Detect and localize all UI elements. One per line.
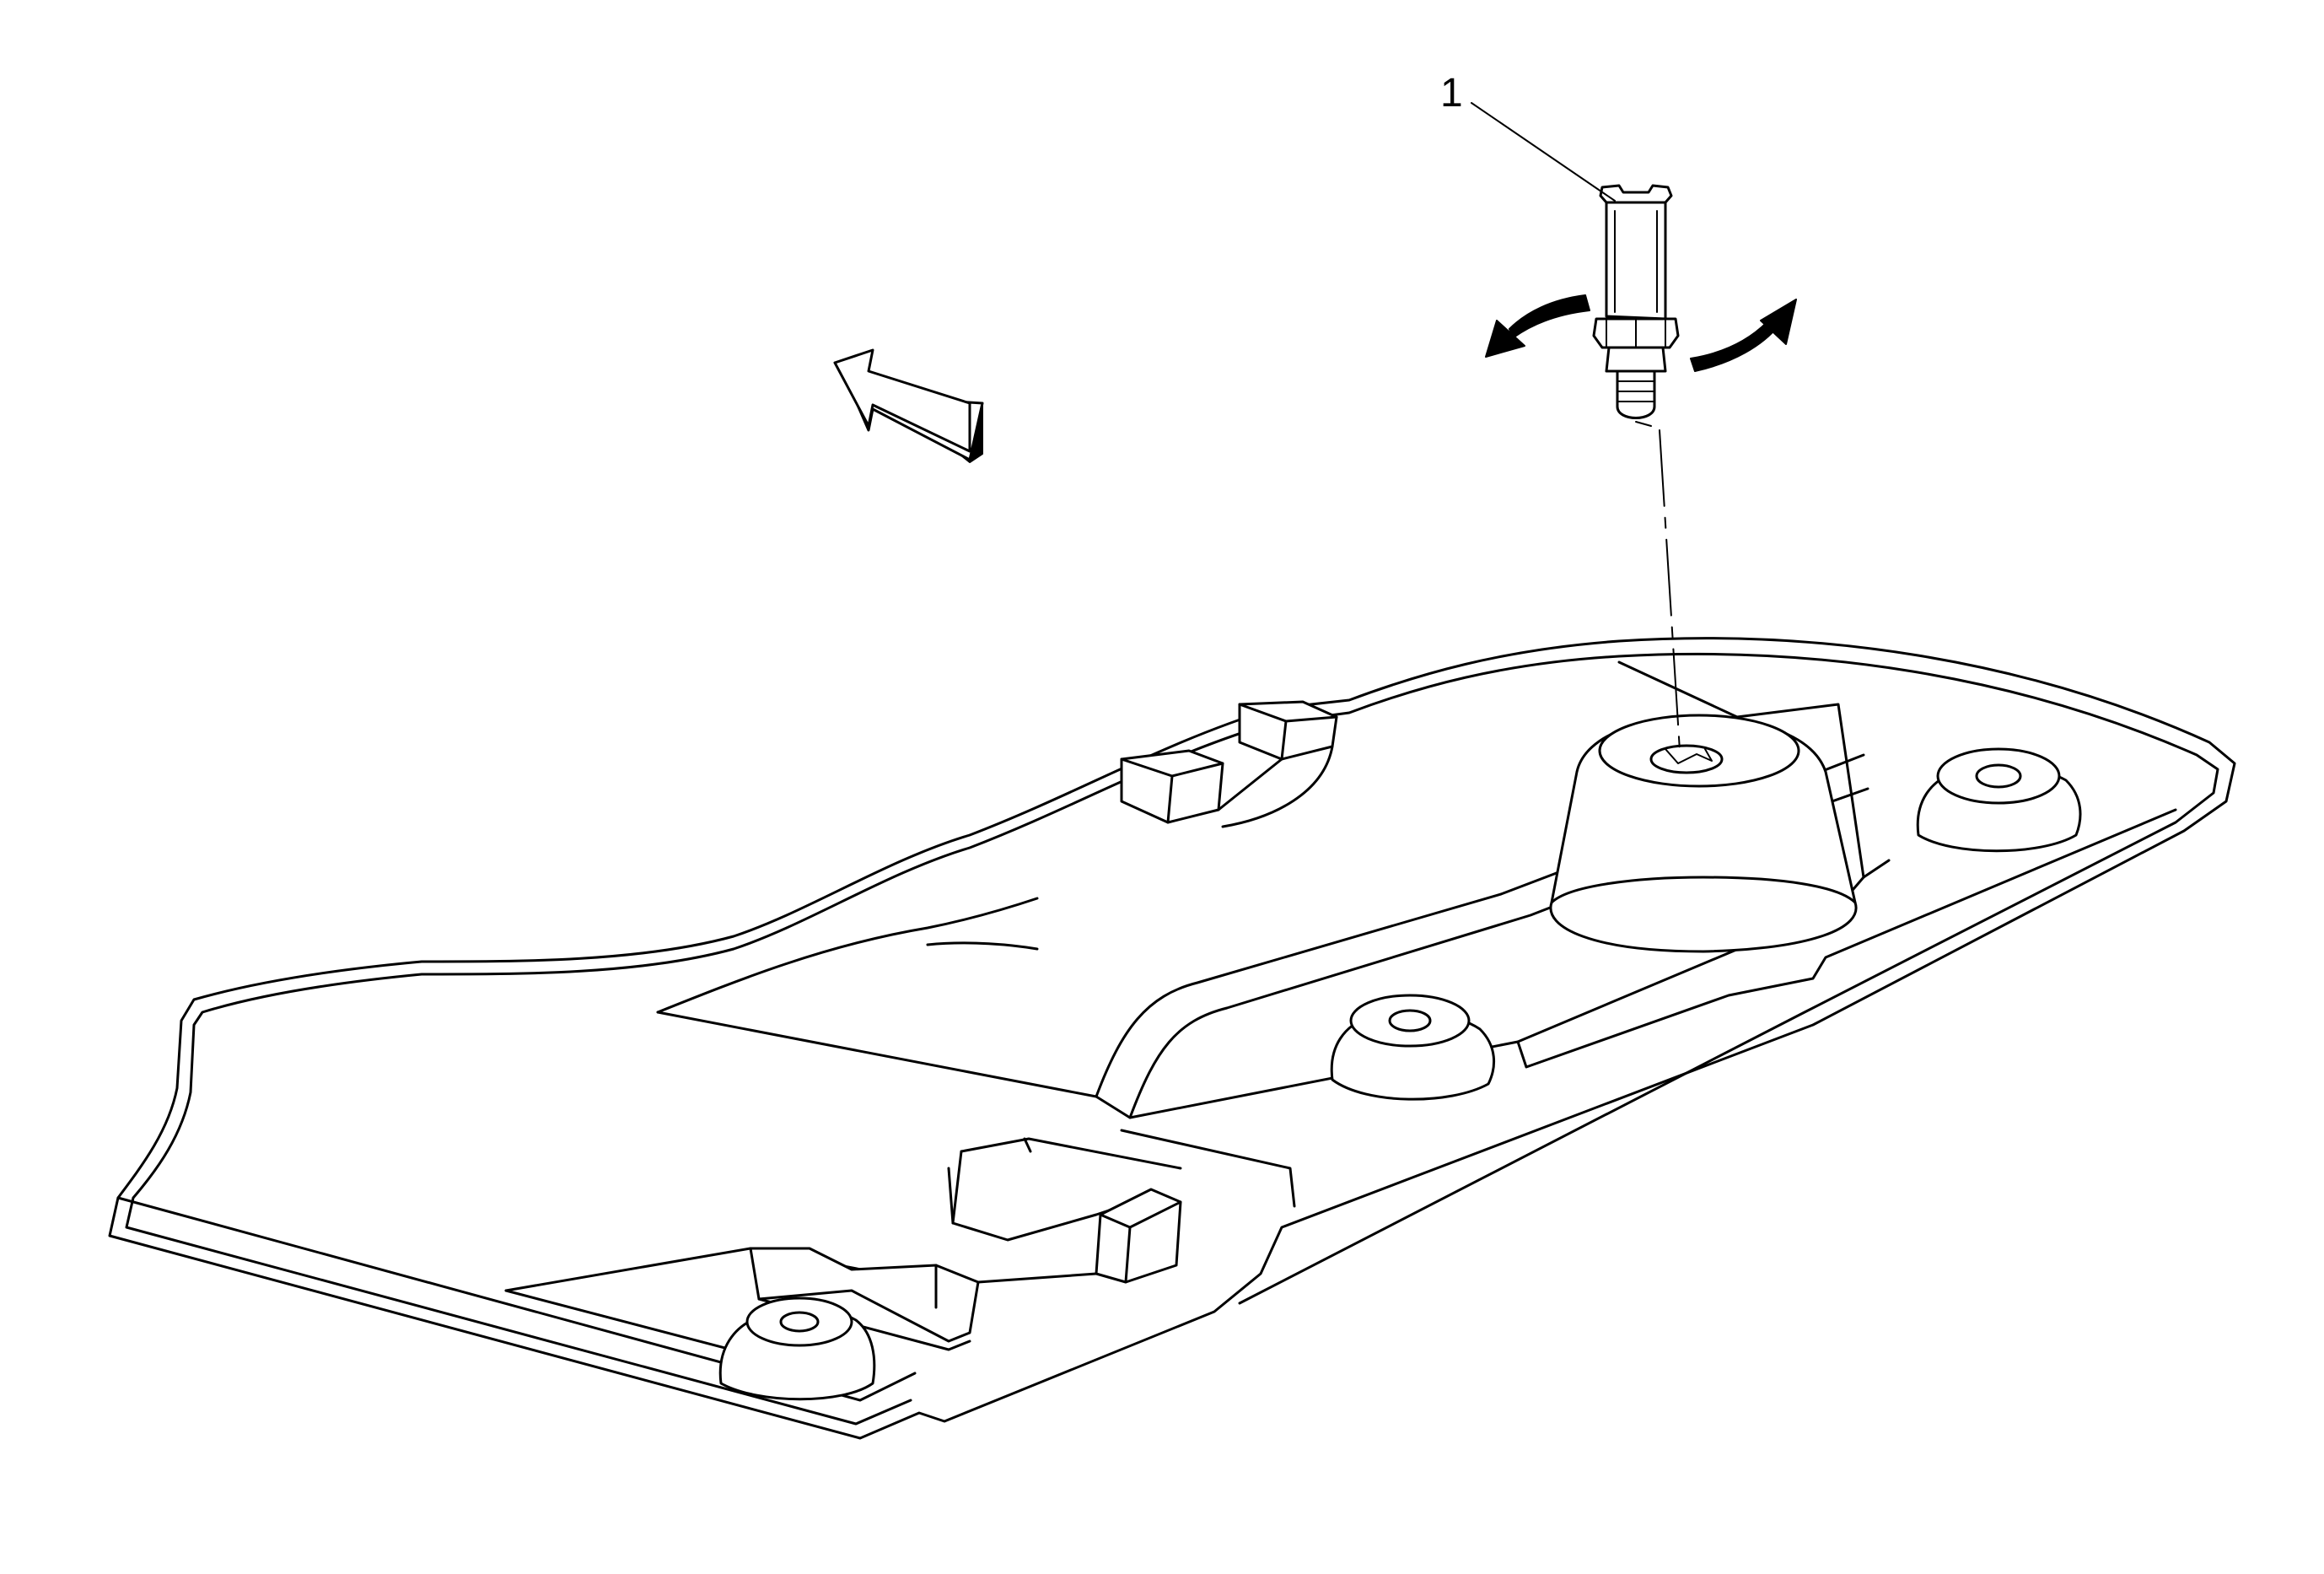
front-bracket <box>749 1188 1182 1351</box>
callout-label: 1 <box>1440 71 1463 116</box>
boss-middle <box>1330 994 1496 1101</box>
forward-direction-arrow-icon <box>833 348 984 463</box>
callout-1: 1 <box>1440 71 1616 202</box>
mounting-tabs-upper <box>1120 700 1338 828</box>
callout-leader-line <box>1471 102 1616 202</box>
alignment-line <box>1659 429 1681 752</box>
rotation-arrow-right <box>1690 299 1797 372</box>
rotation-arrow-left <box>1485 294 1590 358</box>
sensor-component <box>1592 184 1680 427</box>
boss-front-left <box>718 1296 876 1401</box>
boss-large-sensor-mount <box>1549 714 1858 953</box>
boss-right <box>1916 747 2082 853</box>
